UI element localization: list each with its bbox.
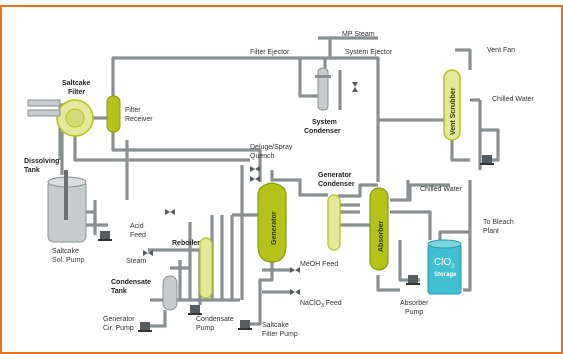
label-saltcake-filter-pump-2: Filter Pump [262, 331, 298, 338]
label-filter-receiver-2: Receiver [125, 116, 153, 123]
label-generator-pump-1: Generator [103, 316, 135, 323]
label-saltcake-pump-1: Saltcake [52, 248, 79, 255]
label-condensate-pump-2: Pump [196, 325, 214, 332]
label-generator-condenser-2: Condenser [318, 181, 355, 188]
absorber-vessel: Absorber [369, 187, 389, 271]
storage-label: Storage [434, 272, 457, 278]
clo2-label: ClO2 [434, 257, 455, 270]
condensate-tank [162, 275, 178, 311]
label-generator-condenser-1: Generator [318, 172, 352, 179]
label-naclo3-feed: NaClO3 Feed [300, 300, 342, 309]
label-condensate-tank-2: Tank [111, 288, 127, 295]
label-saltcake-pump-2: Sol. Pump [52, 257, 84, 264]
label-deluge-1: Deluge/Spray [250, 144, 293, 151]
vent-scrubber-label: Vent Scrubber [450, 87, 457, 135]
label-generator-pump-2: Cir. Pump [103, 325, 134, 332]
label-system-ejector: System Ejector [345, 49, 393, 56]
label-saltcake-filter-2: Filter [68, 89, 85, 96]
label-dissolving-tank-2: Tank [24, 167, 40, 174]
label-condensate-tank-1: Condensate [111, 279, 151, 286]
label-to-bleach-2: Plant [483, 228, 499, 235]
vent-scrubber: Vent Scrubber [443, 69, 461, 141]
generator-label: Generator [271, 211, 278, 245]
filter-receiver [106, 95, 121, 133]
pump-icon [480, 155, 494, 165]
label-steam: Steam [126, 258, 146, 265]
label-system-condenser-2: Condenser [304, 128, 341, 135]
label-acid-feed-2: Feed [130, 232, 146, 239]
pump-icon [138, 322, 152, 332]
label-absorber-pump-1: Absorber [400, 300, 429, 307]
label-system-condenser-1: System [312, 119, 337, 126]
generator-vessel: Generator [257, 182, 287, 263]
label-condensate-pump-1: Condensate [196, 316, 234, 323]
label-dissolving-tank-1: Dissolving [24, 158, 59, 165]
system-condenser [315, 67, 331, 111]
pump-icon [98, 231, 112, 241]
label-vent-fan: Vent Fan [487, 47, 515, 54]
label-filter-ejector: Filter Ejector [250, 49, 290, 56]
pumps [98, 155, 494, 332]
absorber-label: Absorber [378, 221, 385, 252]
pump-icon [406, 275, 420, 285]
pump-icon [188, 305, 202, 315]
label-filter-receiver-1: Filter [125, 107, 141, 114]
pump-icon [238, 320, 252, 330]
label-to-bleach-1: To Bleach [483, 219, 514, 226]
label-chilled-water-top: Chilled Water [492, 96, 534, 103]
label-acid-feed-1: Acid [130, 223, 144, 230]
generator-condenser [327, 194, 341, 251]
label-deluge-2: Quench [250, 153, 275, 160]
valves [143, 82, 358, 295]
label-meoh-feed: MeOH Feed [300, 261, 338, 268]
reboiler [199, 237, 213, 299]
label-saltcake-filter-1: Saltcake [62, 80, 91, 87]
dissolving-tank [47, 170, 87, 243]
label-mp-steam: MP Steam [342, 31, 375, 38]
label-absorber-pump-2: Pump [405, 309, 423, 316]
clo2-storage-tank: ClO2 Storage [427, 239, 462, 295]
saltcake-filter [27, 99, 94, 137]
diagram-frame [0, 5, 563, 354]
label-chilled-water-mid: Chilled Water [420, 186, 462, 193]
label-saltcake-filter-pump-1: Saltcake [262, 322, 289, 329]
label-reboiler: Reboiler [172, 240, 200, 247]
